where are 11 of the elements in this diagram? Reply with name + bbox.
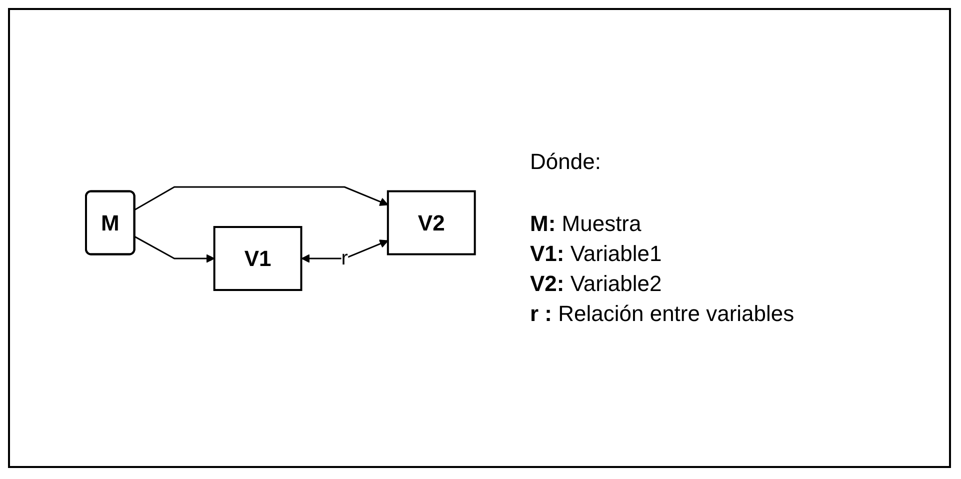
- node-box: V2: [386, 190, 476, 255]
- definition-text: V1: Variable1: [530, 241, 663, 267]
- definition-text: r : Relación entre variables: [530, 301, 794, 327]
- arrow: [134, 236, 214, 262]
- arrow: [134, 186, 388, 210]
- arrow: [300, 239, 388, 262]
- note-heading: Dónde:: [530, 149, 602, 175]
- node-box: V1: [212, 226, 302, 290]
- definition-text: M: Muestra: [530, 211, 642, 237]
- definition-text: V2: Variable2: [530, 271, 663, 297]
- edge-label: r: [340, 247, 348, 269]
